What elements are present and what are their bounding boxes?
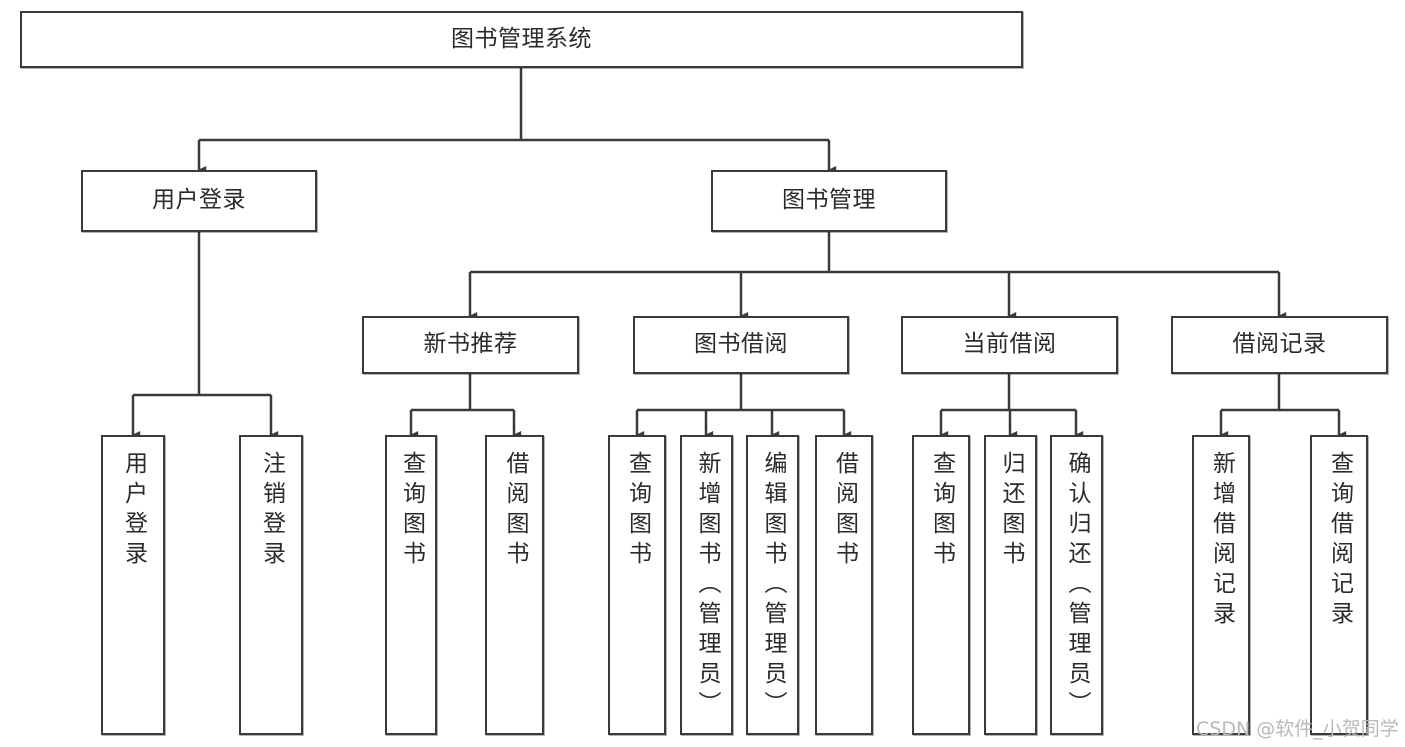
node-leaf-edit-book[interactable]: 编辑图书（管理员） <box>746 435 799 735</box>
node-leaf-return-book[interactable]: 归还图书 <box>984 435 1037 735</box>
node-book-borrow[interactable]: 图书借阅 <box>633 316 849 374</box>
node-label: 注销登录 <box>258 451 285 571</box>
node-book-manage[interactable]: 图书管理 <box>711 170 947 232</box>
node-label: 借阅记录 <box>1232 331 1327 358</box>
node-label: 借阅图书 <box>831 451 858 571</box>
node-leaf-add-record[interactable]: 新增借阅记录 <box>1192 435 1250 735</box>
node-label: 查询图书 <box>398 451 425 571</box>
node-leaf-borrow-book-2[interactable]: 借阅图书 <box>815 435 873 735</box>
node-borrow-record[interactable]: 借阅记录 <box>1171 316 1388 374</box>
node-leaf-query-book-3[interactable]: 查询图书 <box>912 435 970 735</box>
node-label: 归还图书 <box>998 451 1024 571</box>
node-leaf-user-login[interactable]: 用户登录 <box>101 435 165 735</box>
connector-paths <box>131 68 1347 440</box>
node-label: 用户登录 <box>120 451 147 571</box>
node-label: 图书管理 <box>782 187 876 214</box>
node-leaf-query-record[interactable]: 查询借阅记录 <box>1310 435 1368 735</box>
node-root[interactable]: 图书管理系统 <box>20 11 1023 68</box>
node-label: 当前借阅 <box>962 331 1057 358</box>
node-new-book-recommend[interactable]: 新书推荐 <box>362 316 579 374</box>
node-label: 新增图书（管理员） <box>694 451 720 721</box>
node-label: 新增借阅记录 <box>1208 451 1235 631</box>
node-label: 编辑图书（管理员） <box>760 451 786 721</box>
node-label: 查询图书 <box>928 451 955 571</box>
node-label: 查询借阅记录 <box>1326 451 1353 631</box>
node-leaf-query-book-2[interactable]: 查询图书 <box>608 435 666 735</box>
node-user-login[interactable]: 用户登录 <box>81 170 317 232</box>
node-label: 用户登录 <box>152 187 246 214</box>
node-leaf-borrow-book-1[interactable]: 借阅图书 <box>485 435 544 735</box>
node-label: 图书管理系统 <box>451 25 592 52</box>
node-label: 确认归还（管理员） <box>1064 451 1090 721</box>
node-label: 查询图书 <box>624 451 651 571</box>
node-current-borrow[interactable]: 当前借阅 <box>901 316 1118 374</box>
node-leaf-confirm-return[interactable]: 确认归还（管理员） <box>1050 435 1103 735</box>
node-label: 借阅图书 <box>502 451 528 571</box>
node-leaf-query-book-1[interactable]: 查询图书 <box>385 435 437 735</box>
node-leaf-logout[interactable]: 注销登录 <box>239 435 303 735</box>
node-leaf-add-book[interactable]: 新增图书（管理员） <box>680 435 733 735</box>
node-label: 新书推荐 <box>423 331 518 358</box>
node-label: 图书借阅 <box>694 331 788 358</box>
